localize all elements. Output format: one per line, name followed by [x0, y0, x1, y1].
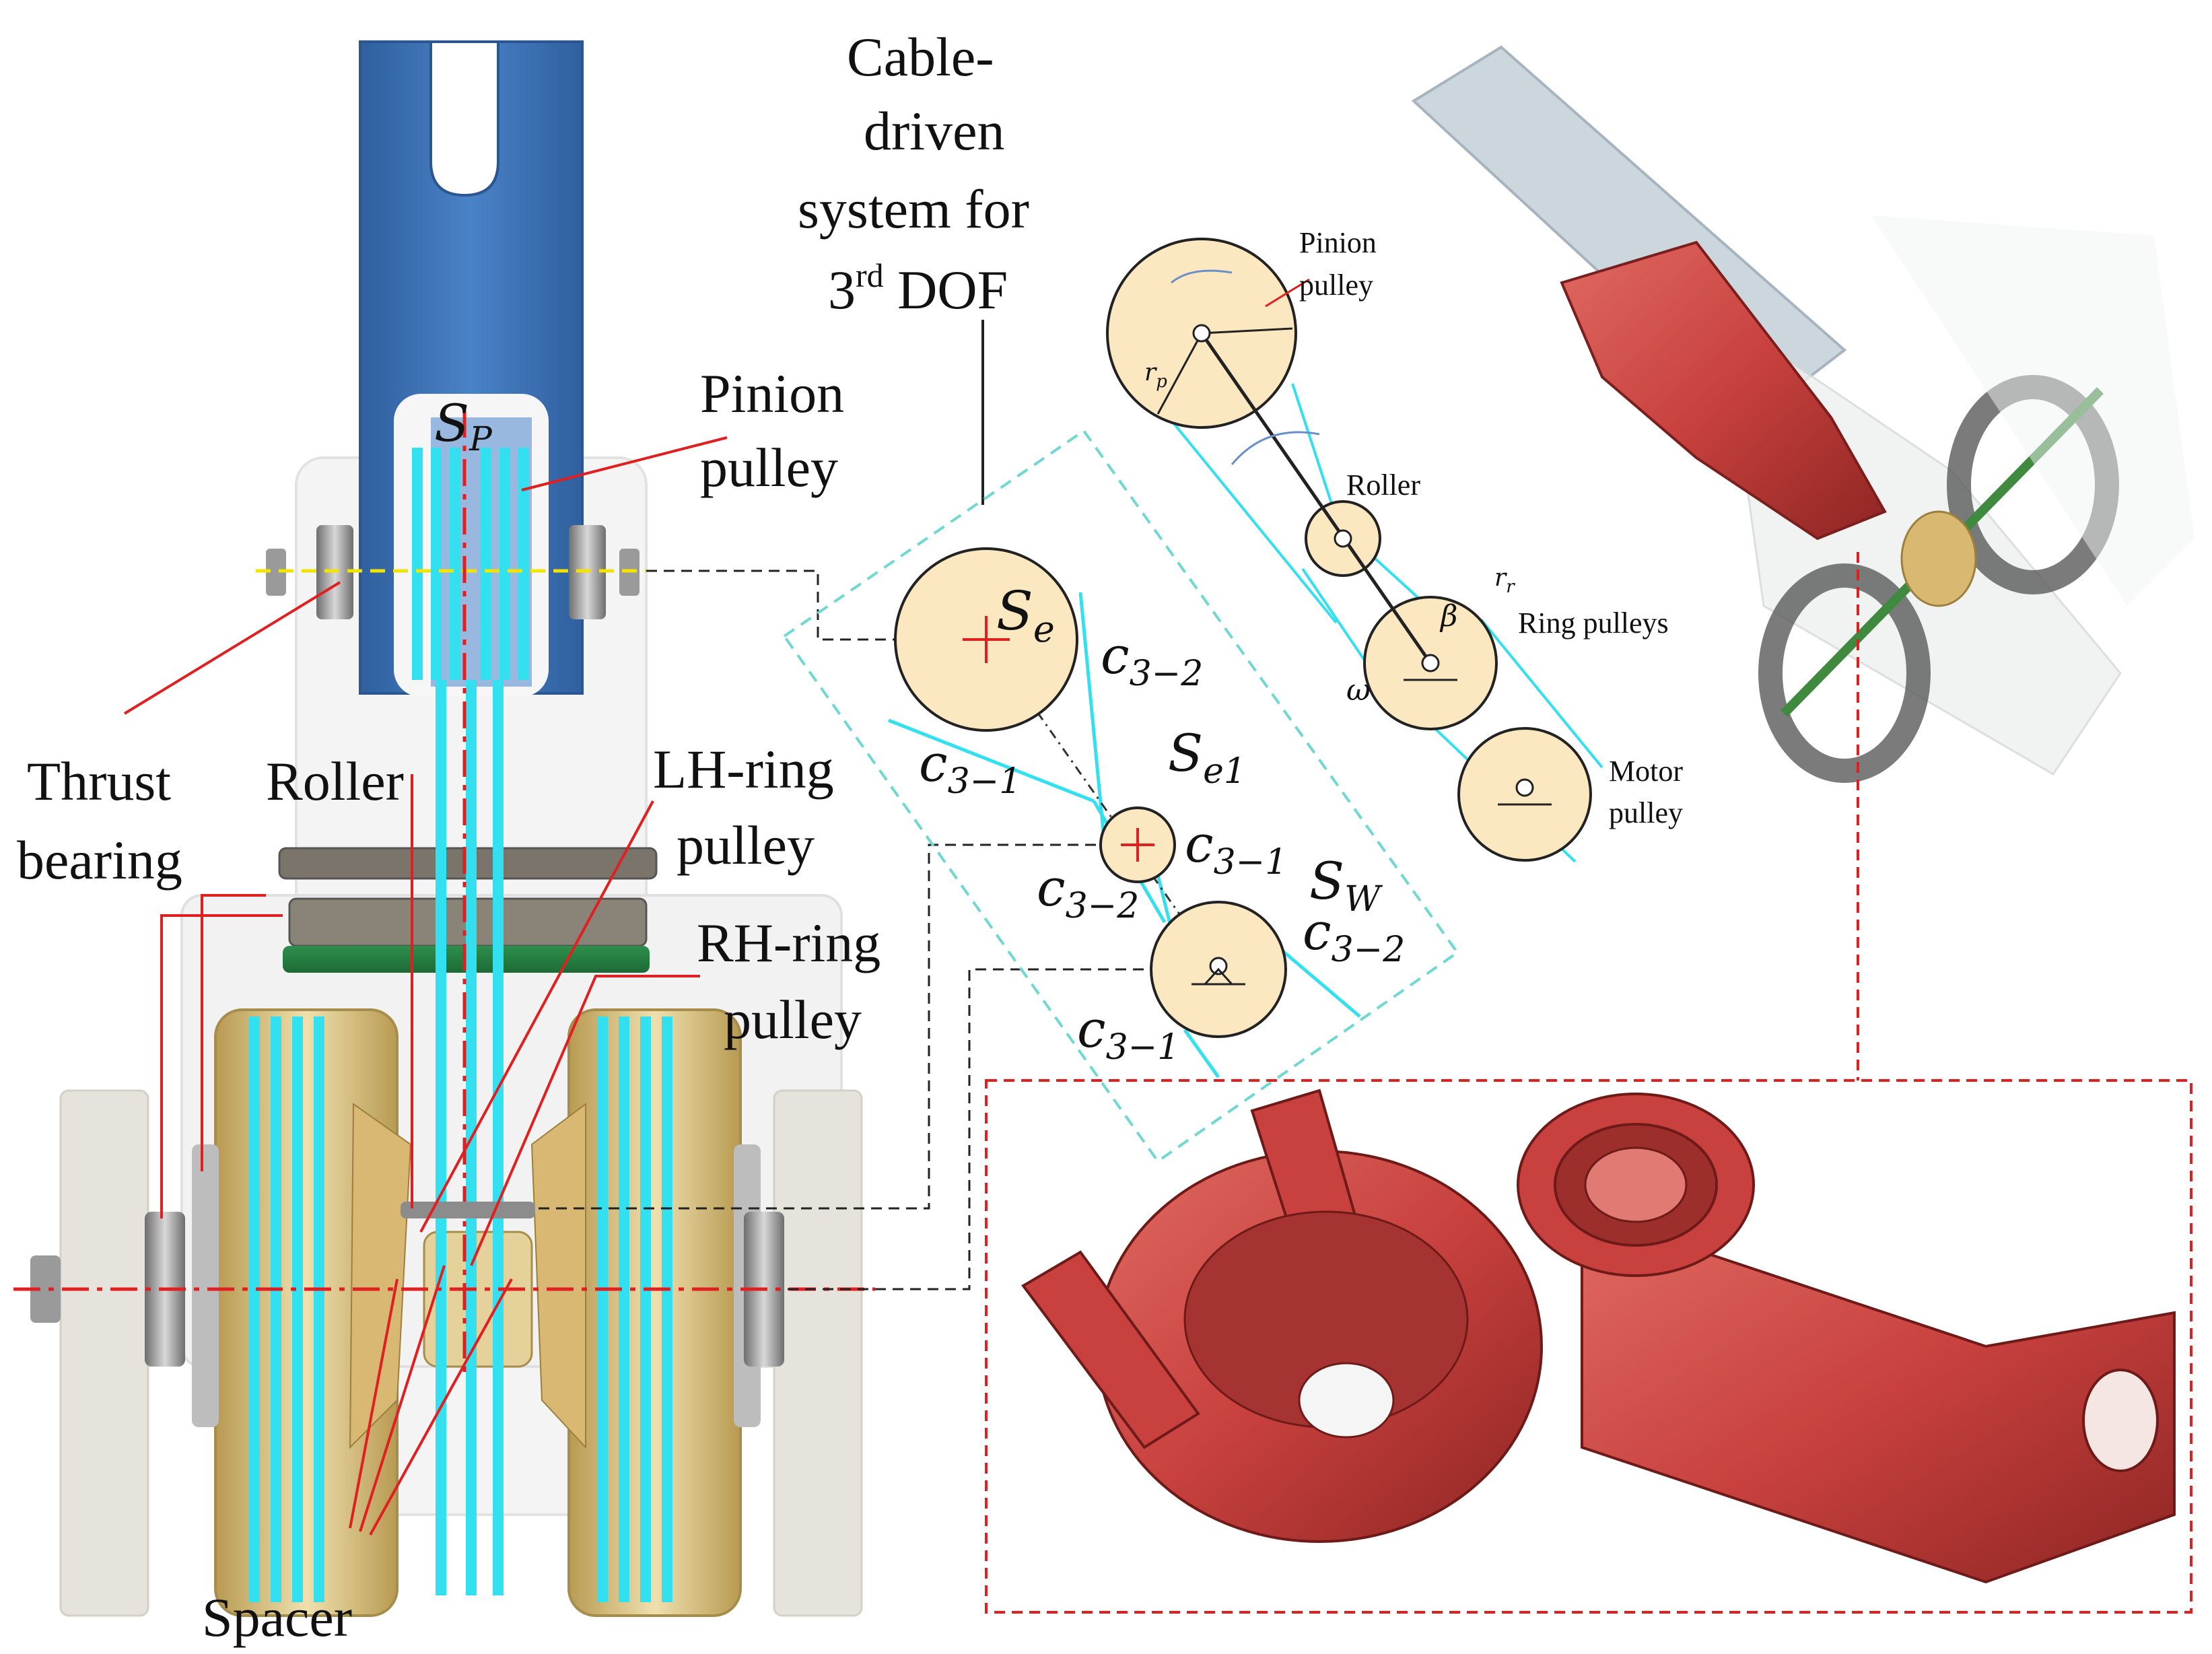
se1-label: Se1 [1168, 723, 1246, 792]
sp-label: SP [434, 393, 493, 458]
left-labels: Pinion pulley Thrust bearing Roller LH-r… [17, 26, 1029, 1648]
c31-label-b: c3−1 [1185, 814, 1287, 883]
spacer-label: Spacer [202, 1587, 352, 1648]
c32-label-a: c3−2 [1101, 625, 1203, 694]
red-part-detail-box [985, 1079, 2192, 1614]
pinion-pulley-label-line2: pulley [700, 437, 838, 498]
kin-ring-label: Ring pulleys [1518, 607, 1669, 640]
se-label: Se [996, 580, 1055, 650]
beta-label: β [1439, 599, 1457, 633]
rh-ring-pulley-label-line2: pulley [724, 989, 862, 1050]
fork-base-part [1021, 1089, 1543, 1543]
c32-label-b: c3−2 [1037, 858, 1139, 926]
cable-title-line1: Cable- [847, 26, 994, 88]
cable-schematic: Se Se1 SW c3−2 c3−1 c3−1 c3−2 c3−2 c3−1 [782, 429, 1459, 1163]
thrust-bearing-label-line2: bearing [17, 829, 182, 891]
left-assembly-rendering [13, 40, 875, 1617]
kin-motor-label-line1: Motor [1609, 755, 1683, 788]
rh-ring-pulley-label-line1: RH-ring [697, 912, 880, 973]
pinion-pulley-label-line1: Pinion [700, 363, 844, 424]
rp-label: rp [1144, 359, 1167, 392]
sw-label: SW [1309, 851, 1383, 920]
rr-label: rr [1494, 564, 1515, 597]
c31-label-a: c3−1 [919, 733, 1021, 802]
cable-title-line3: system for [798, 178, 1029, 240]
leader-lines [123, 436, 728, 1536]
roller-label: Roller [266, 751, 404, 812]
pinion-housing-part [1517, 1093, 2176, 1584]
kinematic-diagram: Pinion pulley Roller Ring pulleys Motor … [1106, 226, 1683, 863]
lh-ring-pulley-label-line2: pulley [677, 815, 815, 876]
kin-roller-label: Roller [1346, 469, 1420, 502]
kin-pinion-label-line2: pulley [1299, 269, 1373, 302]
omega-label: ω [1346, 673, 1371, 708]
cable-title-line4: 3rd DOF [828, 256, 1008, 320]
lh-ring-pulley-label-line1: LH-ring [653, 738, 834, 800]
c31-label-c: c3−1 [1077, 999, 1179, 1068]
kin-motor-label-line2: pulley [1609, 796, 1683, 829]
c32-label-c: c3−2 [1303, 901, 1405, 970]
cable-title-line2: driven [864, 100, 1004, 162]
thrust-bearing-label-line1: Thrust [27, 751, 171, 812]
isometric-assembly-rendering [1411, 45, 2194, 783]
kin-pinion-label-line1: Pinion [1299, 226, 1377, 259]
